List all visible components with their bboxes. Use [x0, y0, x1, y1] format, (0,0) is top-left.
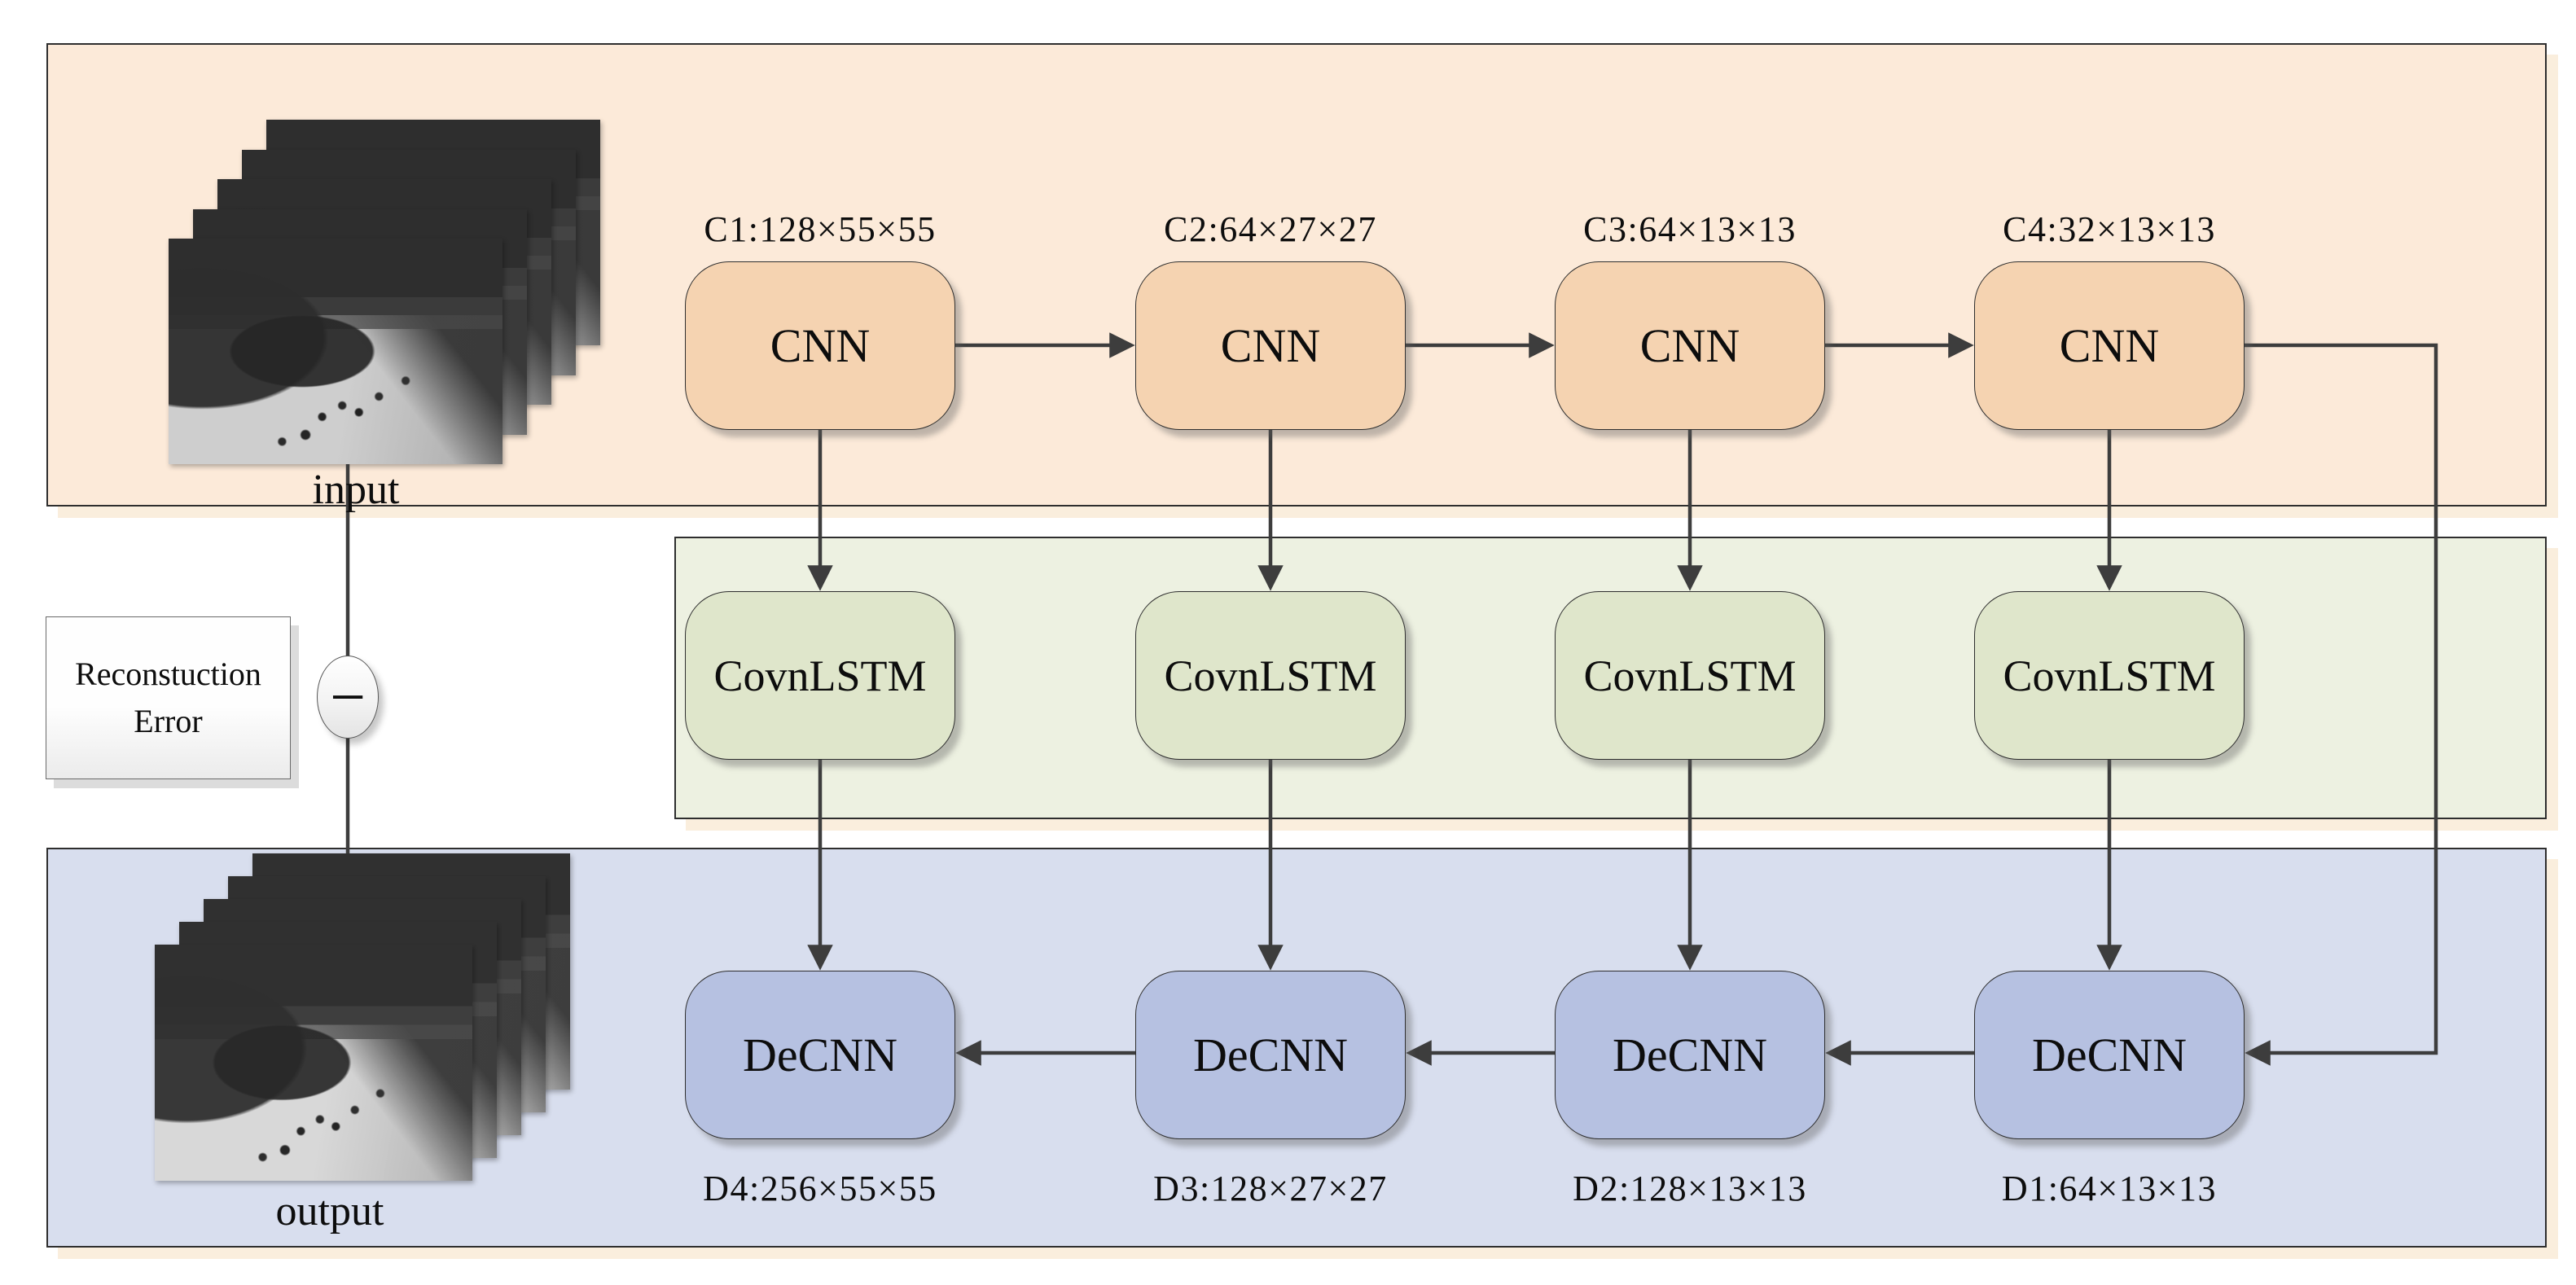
convlstm-block-3: CovnLSTM — [1555, 591, 1825, 760]
cnn-dim-label-c3: C3:64×13×13 — [1583, 209, 1797, 249]
decnn-dim-label-d1: D1:64×13×13 — [2001, 1169, 2218, 1208]
cnn-dim-label-c1: C1:128×55×55 — [704, 209, 937, 249]
decnn-block-2: DeCNN — [1555, 971, 1825, 1139]
convlstm-block-2: CovnLSTM — [1135, 591, 1406, 760]
cnn-block-2: CNN — [1135, 261, 1406, 430]
reconstruction-error-line2: Error — [134, 703, 203, 739]
decnn-dim-label-d2: D2:128×13×13 — [1573, 1169, 1807, 1208]
output-label: output — [275, 1188, 384, 1235]
cnn-dim-label-c2: C2:64×27×27 — [1164, 209, 1377, 249]
decnn-block-3: DeCNN — [1135, 971, 1406, 1139]
cnn-block-4: CNN — [1974, 261, 2245, 430]
convlstm-block-4: CovnLSTM — [1974, 591, 2245, 760]
minus-sign: − — [330, 661, 366, 732]
reconstruction-error-line1: Reconstuction — [75, 656, 261, 692]
decnn-block-1: DeCNN — [1974, 971, 2245, 1139]
input-frame — [169, 239, 502, 464]
output-frame — [155, 945, 472, 1181]
decnn-dim-label-d3: D3:128×27×27 — [1153, 1169, 1388, 1208]
cnn-block-3: CNN — [1555, 261, 1825, 430]
cnn-dim-label-c4: C4:32×13×13 — [2003, 209, 2216, 249]
reconstruction-error-box: Reconstuction Error — [46, 616, 291, 779]
decnn-dim-label-d4: D4:256×55×55 — [703, 1169, 937, 1208]
input-label: input — [312, 467, 400, 513]
cnn-block-1: CNN — [685, 261, 955, 430]
decnn-block-4: DeCNN — [685, 971, 955, 1139]
convlstm-block-1: CovnLSTM — [685, 591, 955, 760]
minus-operator-node: − — [317, 656, 379, 739]
